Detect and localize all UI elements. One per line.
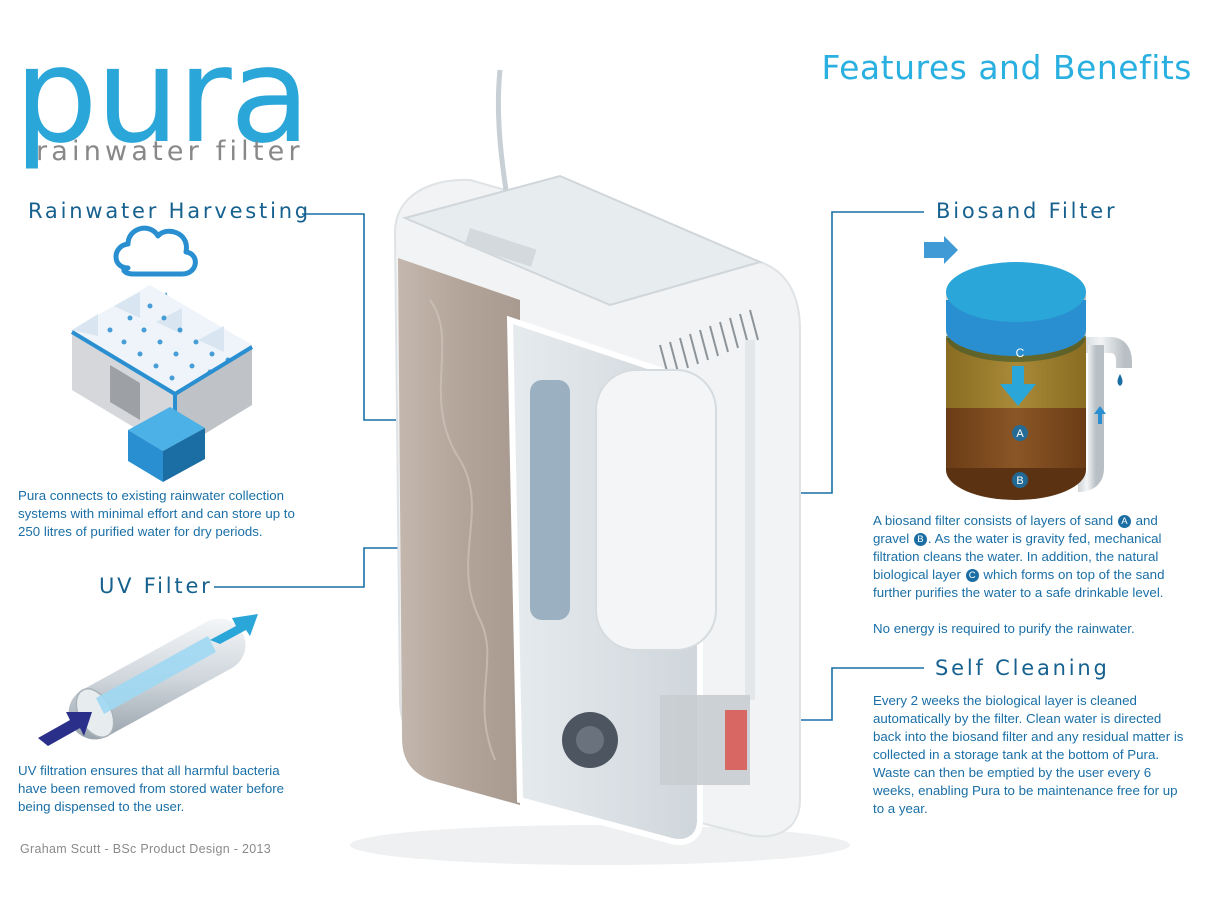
biosand-text-1: A biosand filter consists of layers of s…: [873, 513, 1114, 528]
biosand-text-2: and gravel: [873, 513, 1158, 546]
marker-a: A: [1117, 515, 1131, 528]
uv-tube-icon: [38, 614, 258, 746]
brand-tagline: rainwater filter: [36, 136, 304, 167]
biosand-text-4: which forms on top of the sand further p…: [873, 567, 1165, 600]
marker-b: B: [913, 533, 927, 546]
uv-text: UV filtration ensures that all harmful b…: [18, 763, 285, 814]
credit-line: Graham Scutt - BSc Product Design - 2013: [20, 842, 271, 856]
layer-marker-b: B: [1012, 472, 1028, 488]
rainwater-text: Pura connects to existing rainwater coll…: [18, 488, 295, 539]
layer-marker-a: A: [1012, 425, 1028, 441]
biosand-text-3: . As the water is gravity fed, mechanica…: [873, 531, 1162, 582]
pura-unit-illustration: [350, 69, 850, 865]
page-title: Features and Benefits: [821, 48, 1192, 87]
layer-label-a: A: [1016, 428, 1024, 440]
marker-c: C: [965, 569, 979, 582]
biosand-text: A biosand filter consists of layers of s…: [873, 512, 1178, 602]
biosand-note: No energy is required to purify the rain…: [873, 621, 1135, 636]
building-icon: [70, 285, 254, 482]
biosand-heading: Biosand Filter: [936, 199, 1118, 223]
self-cleaning-heading: Self Cleaning: [935, 656, 1110, 680]
layer-label-c: C: [1016, 346, 1025, 360]
brand-logo: pura: [14, 19, 311, 173]
layer-label-b: B: [1016, 475, 1023, 487]
rainwater-heading: Rainwater Harvesting: [28, 199, 311, 223]
self-cleaning-text: Every 2 weeks the biological layer is cl…: [873, 693, 1184, 816]
biosand-filter-icon: [924, 236, 1132, 500]
uv-heading: UV Filter: [99, 574, 213, 598]
